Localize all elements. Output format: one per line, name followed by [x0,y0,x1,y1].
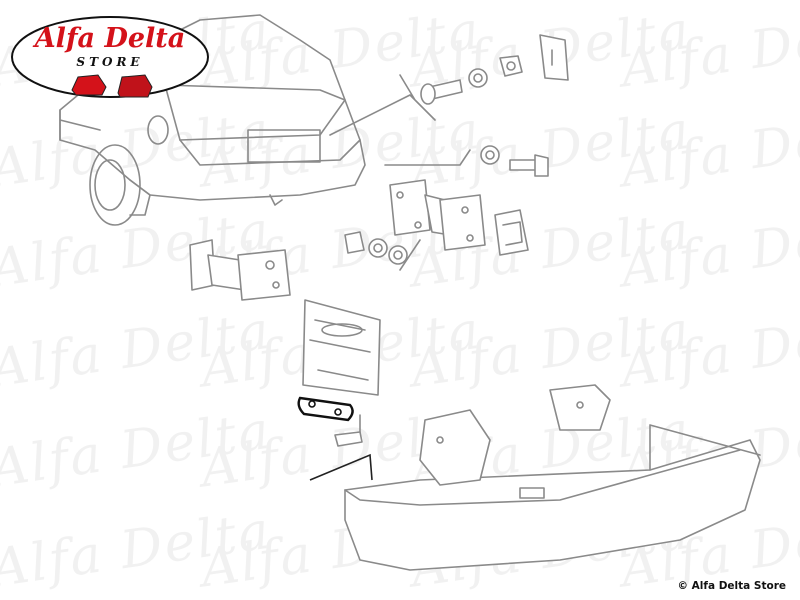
logo-title: Alfa Delta [34,23,186,54]
highlighted-spacer-part[interactable] [297,396,354,422]
callout-line [309,453,373,481]
copyright-notice: © Alfa Delta Store [677,580,786,592]
rear-bumper [344,384,761,571]
logo-badge [11,16,209,98]
logo-subtitle: STORE [76,55,144,69]
bumper-bracket-left [189,239,291,301]
mounting-plate [302,299,381,396]
bumper-bracket-right [389,179,529,256]
bolt [334,431,363,447]
fastener-set-upper [344,34,569,265]
alfa-delta-store-logo[interactable]: Alfa Delta STORE [10,15,210,100]
